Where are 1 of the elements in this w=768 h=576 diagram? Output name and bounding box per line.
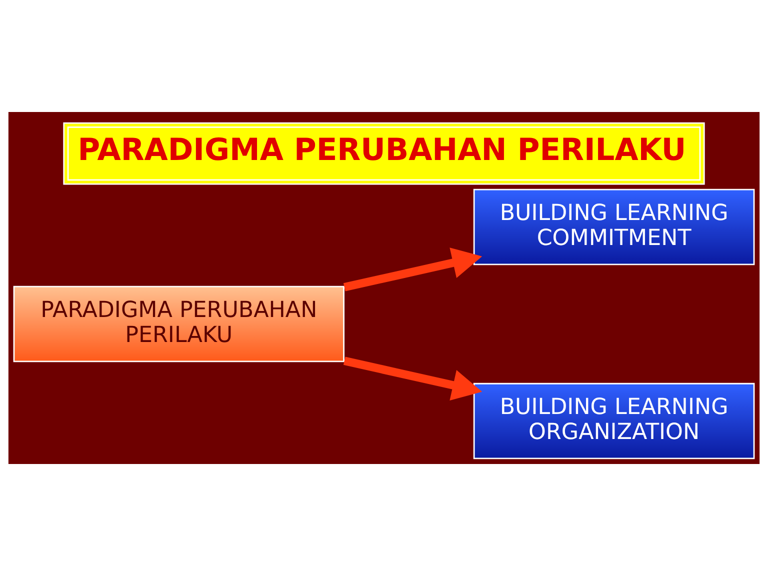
diagram-title: PARADIGMA PERUBAHAN PERILAKU xyxy=(78,132,686,168)
